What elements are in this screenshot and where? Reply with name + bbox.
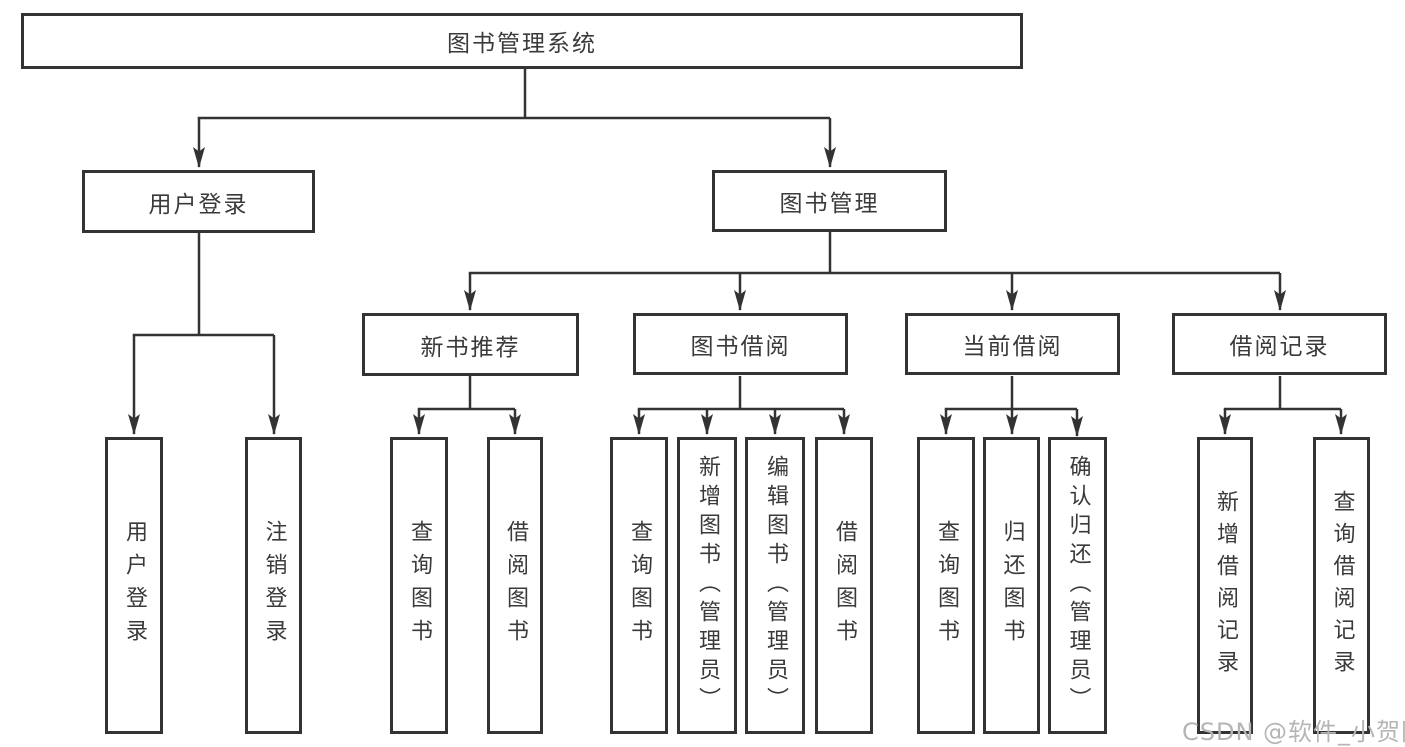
node-book-borrow: 图书借阅 <box>633 313 848 375</box>
leaf-label: 新增图书（管理员） <box>695 455 720 716</box>
node-root: 图书管理系统 <box>21 13 1023 69</box>
leaf-return-books: 归还图书 <box>983 437 1040 734</box>
leaf-query-books-current: 查询图书 <box>917 437 975 734</box>
leaf-label: 查询借阅记录 <box>1329 489 1355 682</box>
branch-current-borrow <box>944 376 1077 411</box>
leaf-confirm-return-admin: 确认归还（管理员） <box>1048 437 1107 734</box>
leaf-label: 查询图书 <box>407 519 432 652</box>
leaf-label: 编辑图书（管理员） <box>763 455 788 716</box>
leaf-borrow-books: 借阅图书 <box>815 437 873 734</box>
leaf-label: 归还图书 <box>999 519 1025 652</box>
leaf-label: 借阅图书 <box>832 519 857 652</box>
leaf-add-borrow-record: 新增借阅记录 <box>1197 437 1253 734</box>
leaf-logout: 注销登录 <box>245 437 302 734</box>
node-new-book-recommend: 新书推荐 <box>362 313 579 376</box>
leaf-add-books-admin: 新增图书（管理员） <box>677 437 737 734</box>
leaf-label: 新增借阅记录 <box>1213 489 1238 682</box>
branch-borrow-records <box>1223 376 1341 411</box>
leaf-borrow-books-recommend: 借阅图书 <box>487 437 543 734</box>
leaf-edit-books-admin: 编辑图书（管理员） <box>745 437 805 734</box>
csdn-watermark: CSDN @软件_小贺同学 <box>1182 718 1405 746</box>
node-user-login: 用户登录 <box>82 170 315 233</box>
leaf-label: 注销登录 <box>261 519 287 652</box>
branch-book-borrow <box>637 376 844 411</box>
arrow-group <box>128 118 1347 437</box>
leaf-label: 用户登录 <box>122 519 147 652</box>
leaf-query-borrow-record: 查询借阅记录 <box>1313 437 1370 734</box>
branch-root <box>197 69 830 120</box>
leaf-label: 确认归还（管理员） <box>1065 455 1091 716</box>
leaf-query-books-recommend: 查询图书 <box>390 437 448 734</box>
node-book-management: 图书管理 <box>712 170 947 232</box>
leaf-query-books: 查询图书 <box>610 437 668 734</box>
leaf-label: 查询图书 <box>934 519 959 652</box>
branch-user-login <box>132 233 274 337</box>
node-current-borrow: 当前借阅 <box>905 313 1120 375</box>
leaf-user-login: 用户登录 <box>105 437 163 734</box>
branch-new-books <box>417 376 515 411</box>
branch-book-mgmt <box>468 232 1280 275</box>
leaf-label: 查询图书 <box>627 519 652 652</box>
node-borrow-records: 借阅记录 <box>1172 313 1387 375</box>
leaf-label: 借阅图书 <box>503 519 528 652</box>
